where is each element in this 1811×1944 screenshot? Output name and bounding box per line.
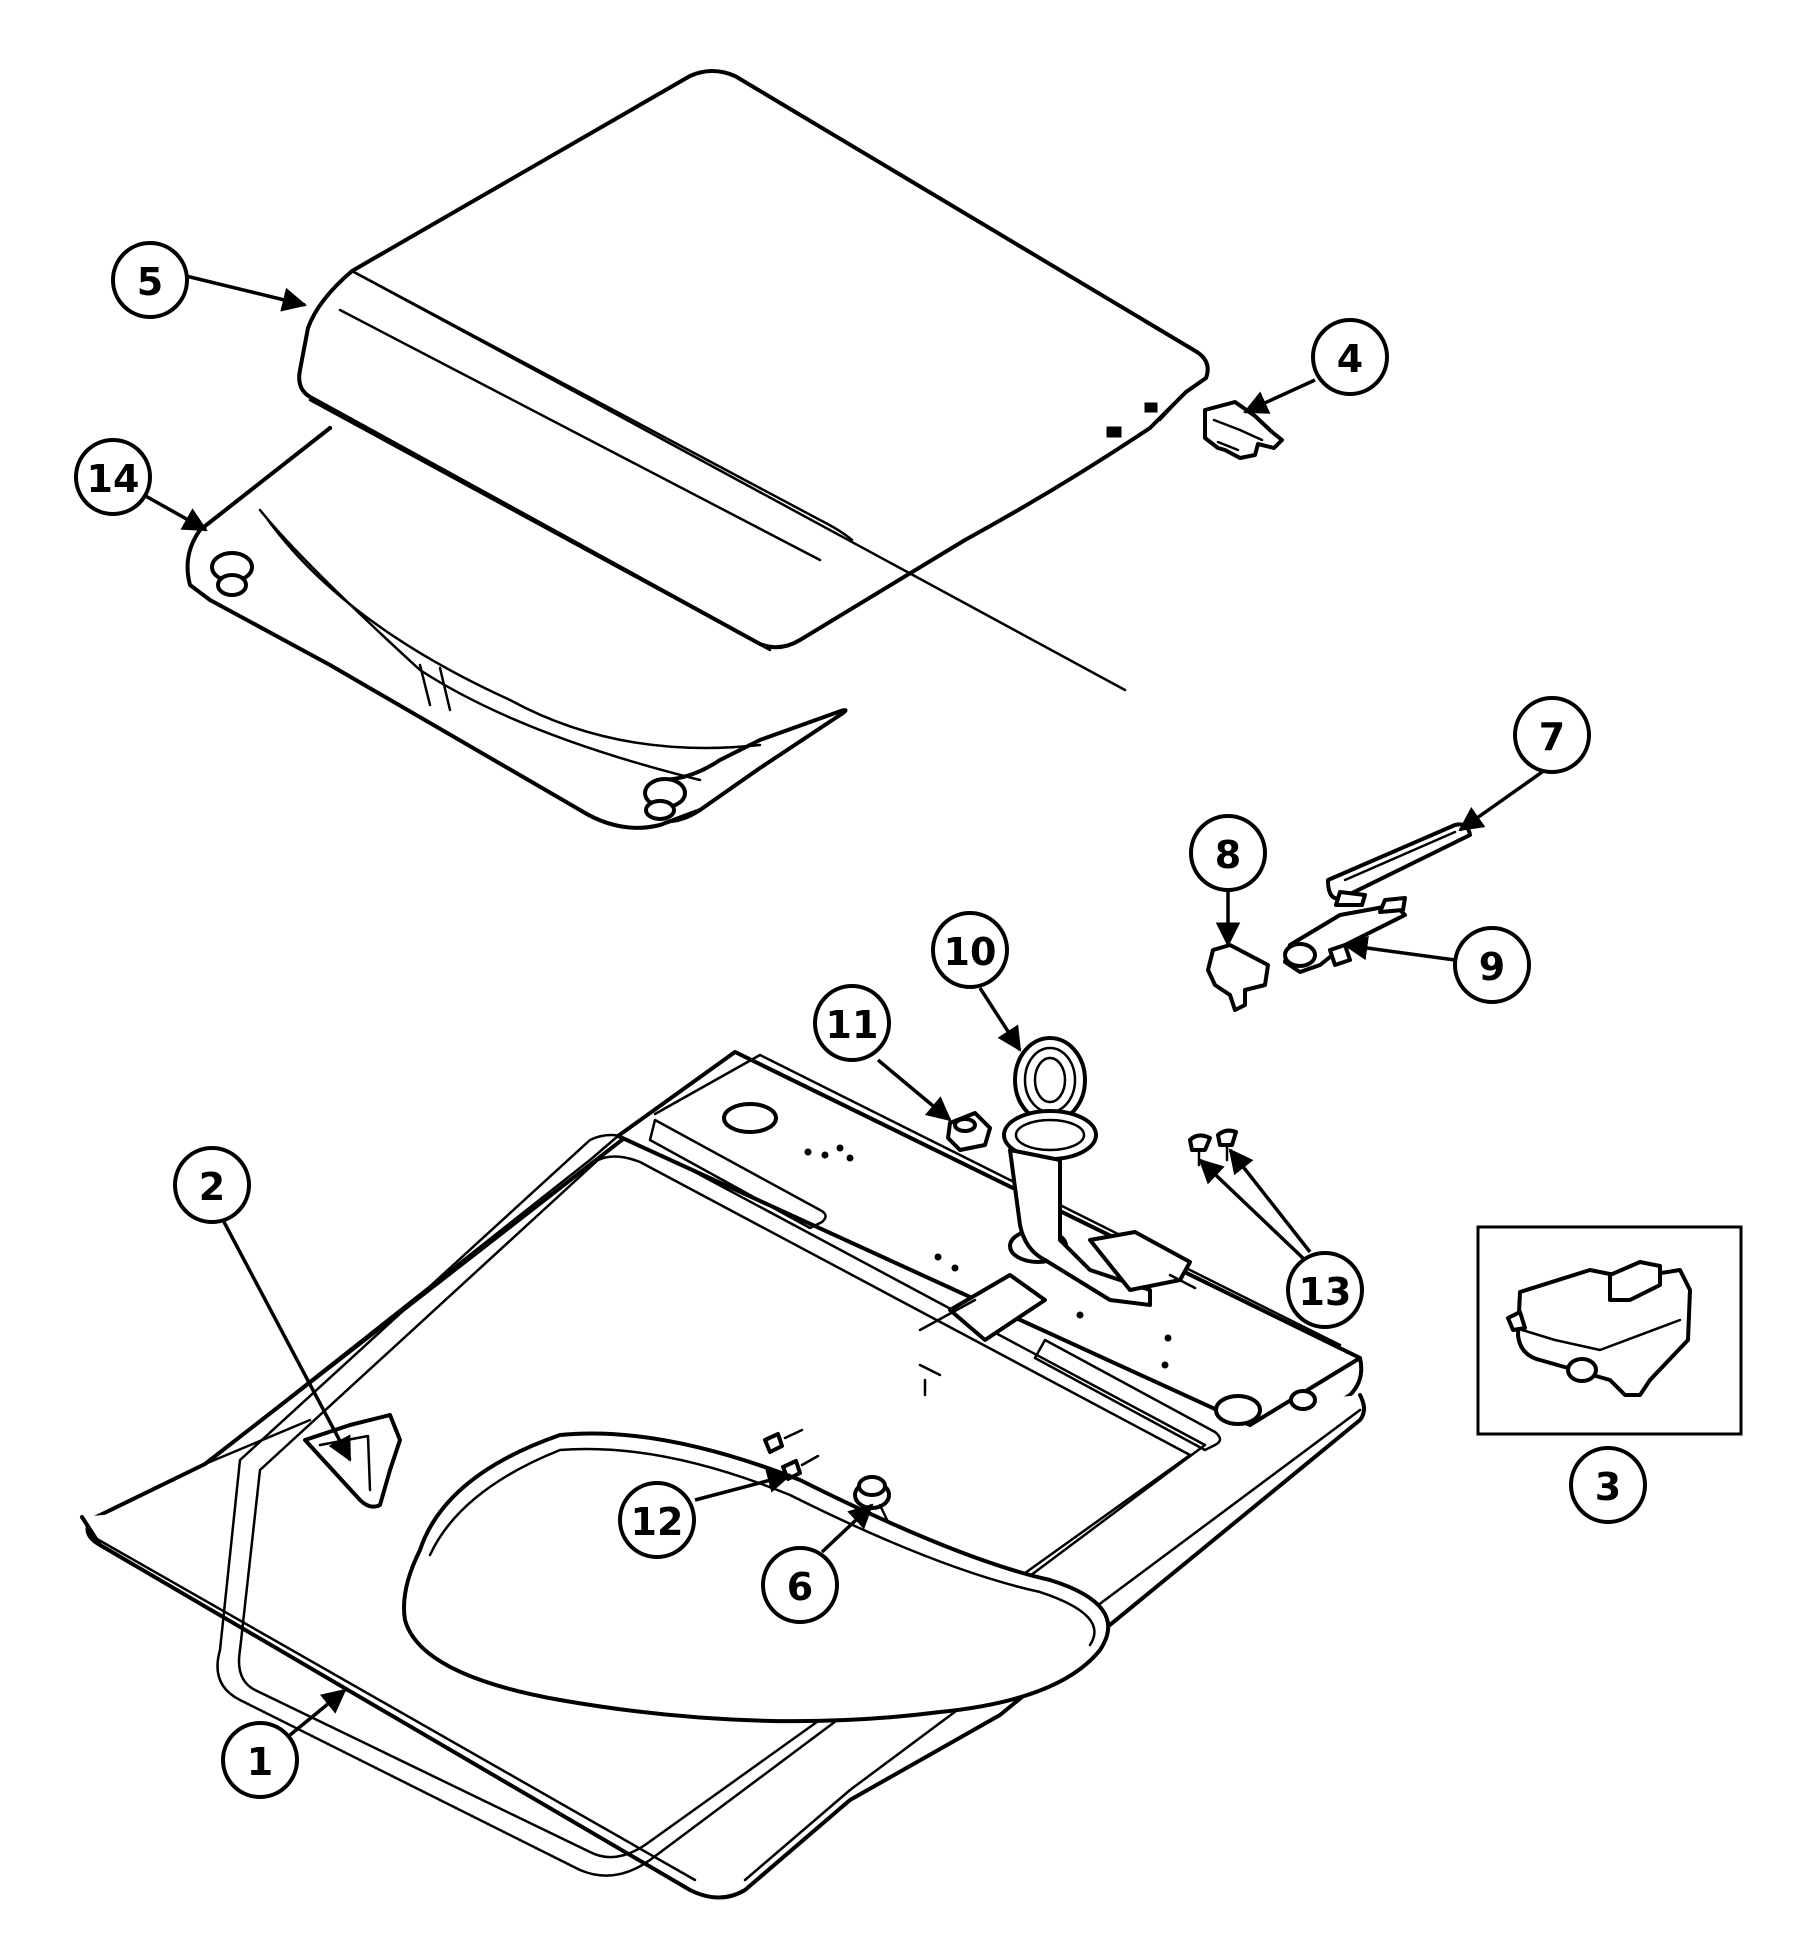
callout-10-label: 10 [944,930,997,974]
callout-9: 9 [1453,926,1531,1004]
callout-5: 5 [111,241,189,319]
leader-13b [1228,1148,1312,1254]
callout-4-label: 4 [1337,337,1363,381]
callout-5-label: 5 [137,260,163,304]
actuator-8-part [1206,943,1270,1012]
callout-7-label: 7 [1539,715,1565,759]
callout-7: 7 [1513,696,1591,774]
knob-part [853,1475,891,1524]
callout-8-label: 8 [1215,833,1241,877]
lid-part [297,69,1210,692]
callout-14-label: 14 [87,457,140,501]
leader-13a [1198,1158,1307,1262]
callout-13-label: 13 [1299,1270,1352,1314]
lid-switch-9-part [1283,890,1407,974]
callout-2: 2 [173,1146,251,1224]
callout-1-label: 1 [247,1740,273,1784]
leader-4 [1243,378,1316,414]
leader-5 [185,274,307,312]
leader-11 [876,1058,952,1122]
callout-13: 13 [1286,1251,1364,1329]
callout-6-label: 6 [787,1565,813,1609]
callout-3: 3 [1569,1446,1647,1524]
hinge-part [1203,400,1284,460]
inset-box-part-3 [1476,1225,1743,1436]
leader-7 [1458,768,1547,832]
callout-3-label: 3 [1595,1465,1621,1509]
callout-12-label: 12 [631,1500,684,1544]
callout-1: 1 [221,1721,299,1799]
leader-2 [222,1221,352,1462]
callout-10: 10 [931,911,1009,989]
leader-12 [694,1468,792,1502]
callout-6: 6 [761,1546,839,1624]
callout-9-label: 9 [1479,945,1505,989]
screws-13-part [1188,1128,1238,1167]
callout-8: 8 [1189,814,1267,892]
callout-14: 14 [74,438,152,516]
lid-frame-part [185,426,848,830]
callout-11: 11 [813,984,891,1062]
wire-harness-part [1002,1036,1197,1307]
callout-2-label: 2 [199,1165,225,1209]
leader-10 [978,987,1022,1052]
rod-7-part [1326,822,1472,901]
callout-12: 12 [618,1481,696,1559]
leader-6 [820,1503,874,1554]
leader-9 [1342,935,1456,962]
callout-4: 4 [1311,318,1389,396]
clip-11-part [946,1111,992,1152]
leader-lines [134,274,1547,1737]
leader-1 [288,1688,347,1737]
leader-14 [134,488,208,532]
callout-11-label: 11 [826,1003,879,1047]
